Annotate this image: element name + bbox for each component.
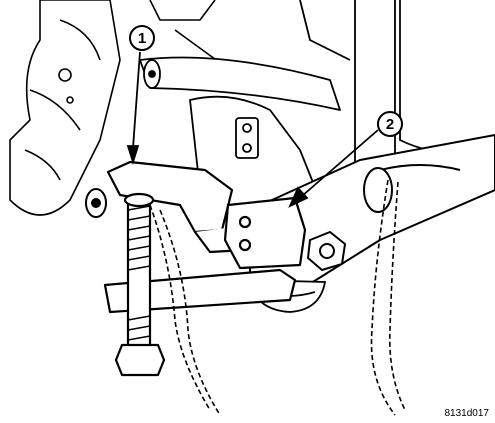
safety-chain-right xyxy=(370,179,406,416)
shock-strut xyxy=(299,0,495,180)
callout-2-leader xyxy=(288,129,379,208)
upper-control-arm xyxy=(139,56,341,111)
tool-side-bolt xyxy=(85,188,107,218)
ball-joint-separator-tool xyxy=(103,160,307,377)
lower-arm-nut xyxy=(306,230,347,272)
callout-1: 1 xyxy=(129,25,155,51)
callout-2: 2 xyxy=(377,111,403,137)
figure-id-code: 8131d017 xyxy=(444,408,490,419)
callout-1-number: 1 xyxy=(138,30,146,47)
callout-1-leader xyxy=(126,51,141,166)
callout-2-number: 2 xyxy=(386,116,394,133)
safety-chain-left xyxy=(149,204,221,416)
